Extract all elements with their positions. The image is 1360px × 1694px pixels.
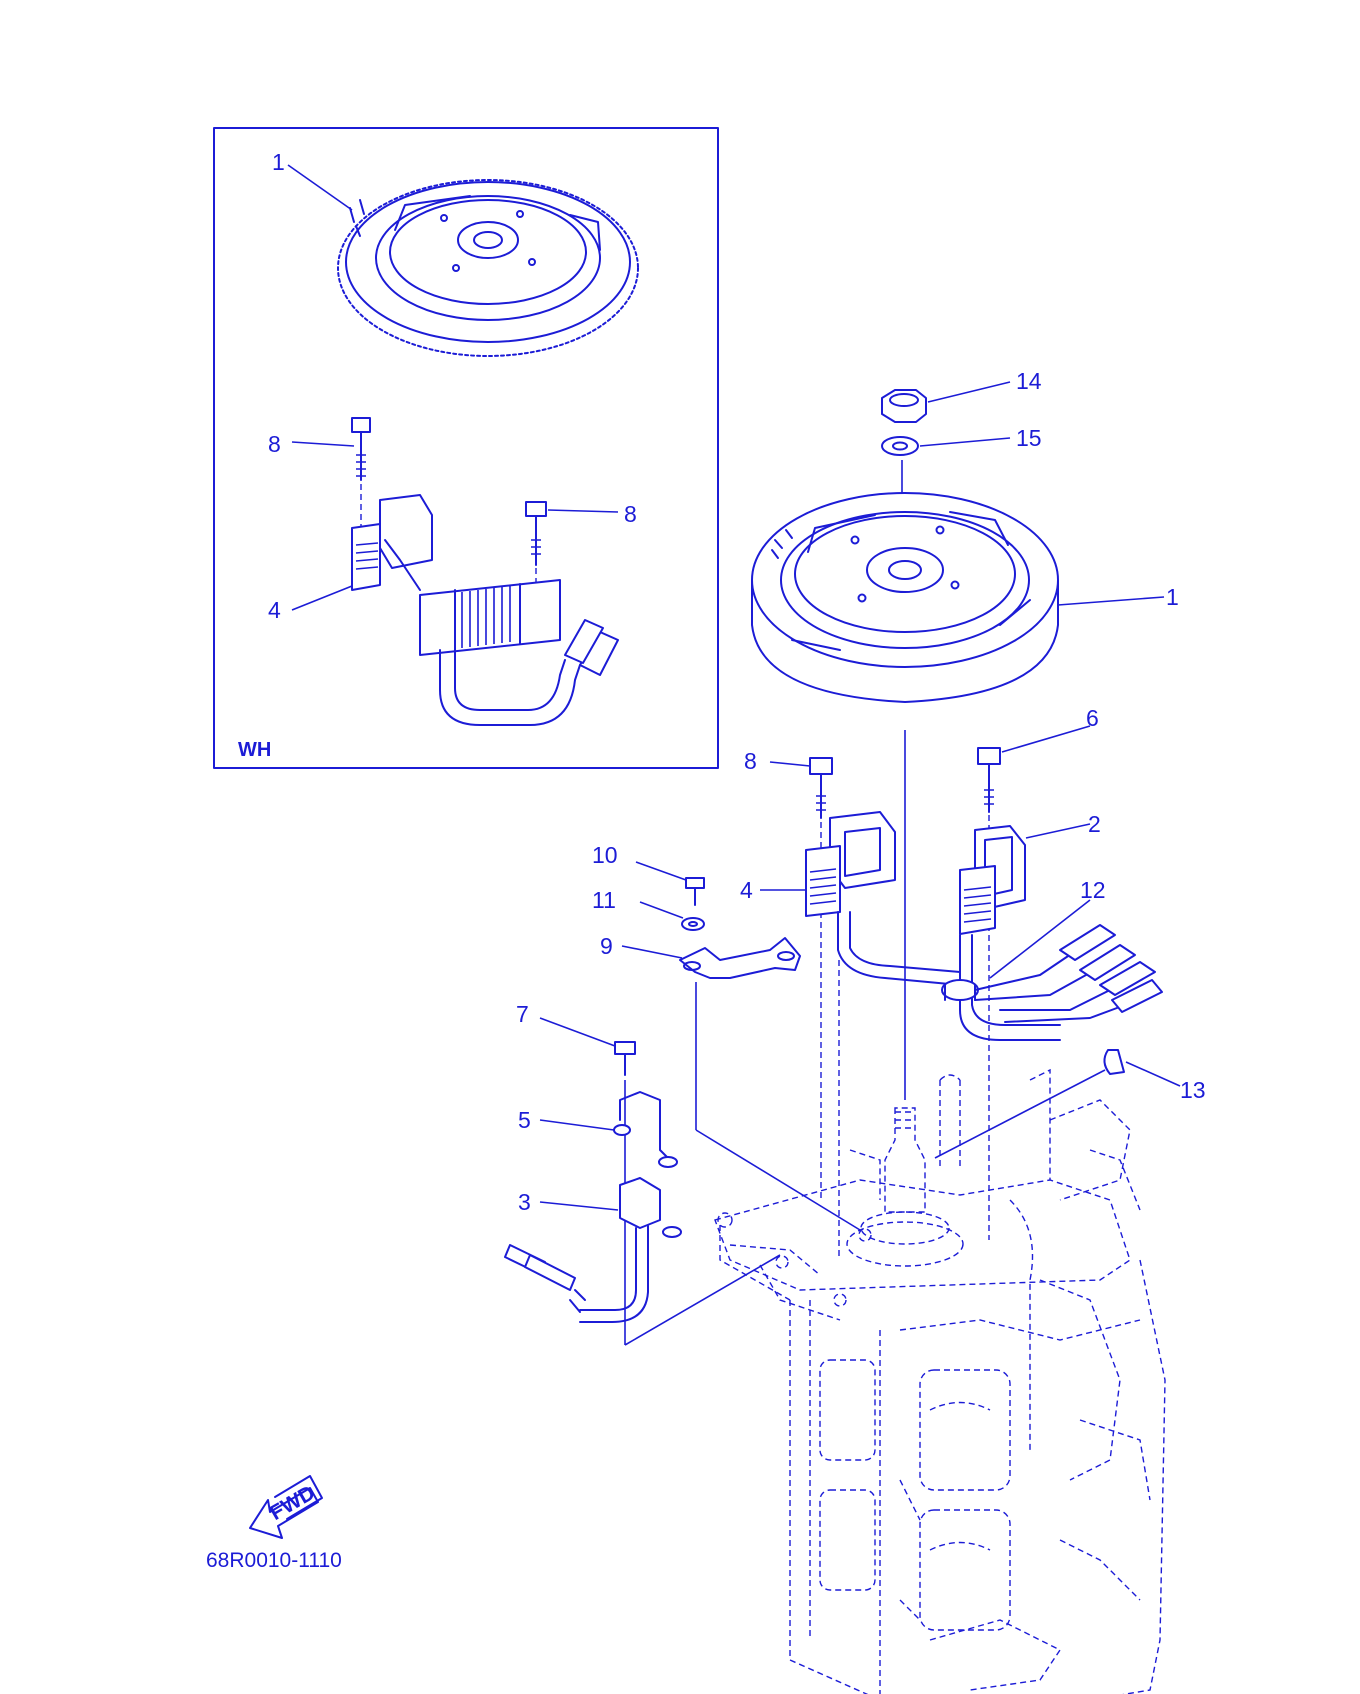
callout-clamp-12: 12 — [1080, 877, 1106, 903]
callout-inset-flywheel: 1 — [272, 149, 285, 175]
inset-coil — [351, 494, 619, 726]
bolt-8 — [809, 757, 833, 819]
washer-11 — [681, 917, 705, 931]
callout-inset-coil: 4 — [268, 597, 281, 623]
callout-nut: 14 — [1016, 368, 1042, 394]
callout-sensor-3: 3 — [518, 1189, 531, 1215]
inset-label: WH — [238, 739, 271, 761]
callout-screw-7: 7 — [516, 1001, 529, 1027]
bolt-6 — [977, 747, 1001, 813]
callout-washer-top: 15 — [1016, 425, 1042, 451]
clamp-12 — [941, 924, 1163, 1023]
callout-bracket-5: 5 — [518, 1107, 531, 1133]
callout-inset-bolt-right: 8 — [624, 501, 637, 527]
callout-bolt-6: 6 — [1086, 705, 1099, 731]
inset-bolt-right — [525, 501, 547, 600]
inset-panel: WH — [213, 127, 719, 769]
callout-key-13: 13 — [1180, 1077, 1206, 1103]
bracket-5 — [613, 1091, 678, 1168]
engine-block — [714, 1068, 1166, 1694]
nut — [881, 389, 927, 423]
callout-coil-2: 2 — [1088, 811, 1101, 837]
callout-bolt-8: 8 — [744, 748, 757, 774]
reference-code: 68R0010-1110 — [206, 1549, 342, 1572]
callout-washer-11: 11 — [592, 887, 616, 913]
callout-holder-9: 9 — [600, 933, 613, 959]
screw-10 — [685, 877, 705, 906]
callout-inset-bolt-top: 8 — [268, 431, 281, 457]
holder-9 — [679, 937, 801, 979]
coil-2 — [959, 825, 1061, 1041]
callout-coil-4: 4 — [740, 877, 753, 903]
sensor-3 — [504, 1177, 682, 1323]
inset-flywheel — [337, 179, 639, 357]
inset-bolt-top — [351, 417, 371, 545]
coil-4 — [805, 811, 961, 986]
callout-screw-10: 10 — [592, 842, 618, 868]
washer-top — [881, 436, 919, 456]
screw-7 — [614, 1041, 636, 1076]
callout-flywheel: 1 — [1166, 584, 1179, 610]
fwd-arrow: FWD — [249, 1475, 323, 1539]
key-13 — [1103, 1049, 1125, 1075]
flywheel — [751, 492, 1059, 703]
